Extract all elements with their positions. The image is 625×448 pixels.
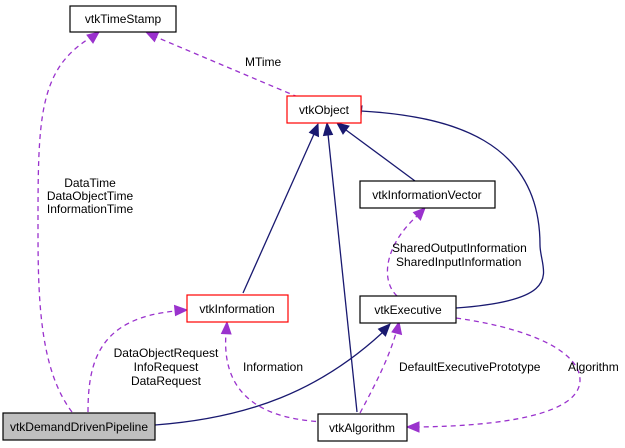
edge-algorithm-to-object [327,133,358,413]
arrowhead-executive-to-algorithm [405,421,420,433]
label-datatime: DataTime [64,176,116,190]
label-dataobjectrequest: DataObjectRequest [114,346,219,360]
edge-executive-to-infovector [386,215,418,297]
arrowhead-algorithm-to-information [220,320,232,335]
arrowhead-infovector-to-object [336,122,350,135]
edge-infovector-to-object [345,129,416,182]
node-object-label: vtkObject [299,103,350,117]
node-information[interactable]: vtkInformation [186,294,289,323]
arrowhead-algorithm-to-object [322,121,334,137]
edge-information-to-object [242,133,315,294]
label-dataobjecttime: DataObjectTime [47,189,134,203]
label-defaultexecutive: DefaultExecutivePrototype [399,360,541,374]
node-information-label: vtkInformation [199,302,274,316]
arrowhead-executive-to-infovector [412,207,426,221]
edge-pipeline-to-information [87,310,177,413]
label-inforequest: InfoRequest [134,360,199,374]
arrowhead-pipeline-to-information [173,304,189,317]
edge-executive-to-object [360,110,545,309]
edge-executive-to-algorithm [416,317,581,428]
node-pipeline-label: vtkDemandDrivenPipeline [10,420,148,434]
node-executive-label: vtkExecutive [374,303,442,317]
node-information-vector-label: vtkInformationVector [372,188,481,202]
label-mtime: MTime [245,55,282,69]
arrowhead-object-to-timestamp [144,31,160,43]
label-algorithm: Algorithm [568,360,619,374]
node-information-vector[interactable]: vtkInformationVector [359,180,496,209]
arrowhead-pipeline-to-timestamp [86,31,100,44]
node-timestamp[interactable]: vtkTimeStamp [69,5,177,33]
edge-algorithm-to-information [225,332,326,423]
label-datarequest: DataRequest [131,374,202,388]
arrowhead-information-to-object [308,122,320,138]
edge-pipeline-to-timestamp [37,37,91,413]
node-timestamp-label: vtkTimeStamp [85,12,162,26]
edge-object-to-timestamp [155,36,299,98]
label-informationtime: InformationTime [47,202,134,216]
arrowhead-algorithm-to-executive [391,320,403,336]
node-pipeline[interactable]: vtkDemandDrivenPipeline [2,412,156,441]
label-information: Information [243,360,303,374]
node-algorithm[interactable]: vtkAlgorithm [317,413,408,442]
node-algorithm-label: vtkAlgorithm [329,421,395,435]
label-sharedinput: SharedInputInformation [396,255,521,269]
node-executive[interactable]: vtkExecutive [359,295,457,324]
edge-pipeline-to-executive [154,332,383,426]
label-sharedoutput: SharedOutputInformation [392,241,527,255]
node-object[interactable]: vtkObject [286,95,362,124]
arrowhead-pipeline-to-executive [377,323,391,337]
edge-algorithm-to-executive [359,332,397,414]
